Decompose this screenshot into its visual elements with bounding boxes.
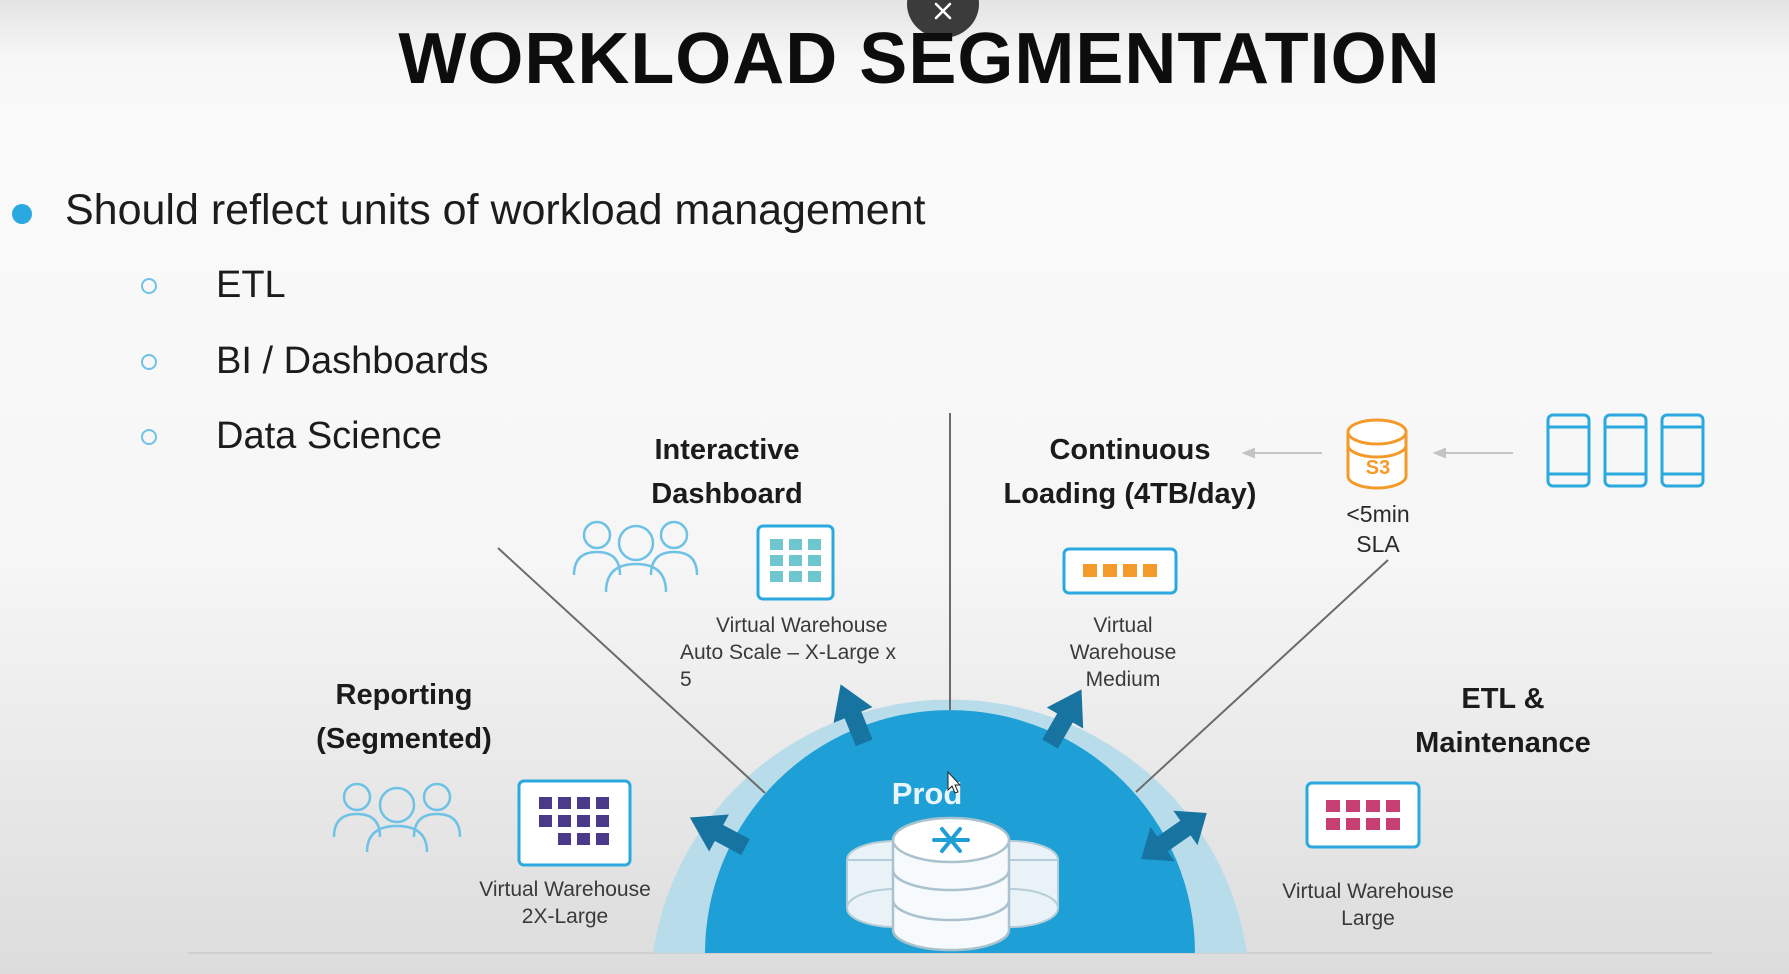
divider-right xyxy=(1135,559,1389,793)
warehouse-label-line: 2X-Large xyxy=(521,905,609,928)
arrow-continuous-icon xyxy=(1042,689,1084,749)
warehouse-label-line: Large xyxy=(1341,907,1395,930)
users-icon xyxy=(572,520,699,593)
warehouse-icon-continuous xyxy=(1062,547,1178,595)
sub-bullet-dot xyxy=(141,278,157,294)
s3-bucket-icon xyxy=(1346,418,1408,490)
segment-title-reporting: Reporting (Segmented) xyxy=(284,673,524,761)
users-icon xyxy=(332,782,462,853)
divider-left xyxy=(497,547,766,794)
bullet-dot xyxy=(12,204,32,224)
warehouse-label-line: 5 xyxy=(680,668,692,691)
mobile-devices-icon xyxy=(1546,413,1705,488)
sub-bullet-data-science: Data Science xyxy=(216,415,443,457)
segment-title-line: (Segmented) xyxy=(316,723,492,755)
arrow-left-thin-icon xyxy=(1241,447,1513,459)
warehouse-label-line: Virtual Warehouse xyxy=(479,878,651,901)
sub-bullet-dot xyxy=(141,354,157,370)
warehouse-label-line: Medium xyxy=(1085,668,1161,691)
warehouse-label-line: Virtual xyxy=(1093,614,1153,637)
warehouse-icon-reporting xyxy=(517,779,632,867)
s3-sla: <5min SLA xyxy=(1318,499,1438,559)
warehouse-icon-interactive xyxy=(756,524,835,601)
segment-title-line: Continuous xyxy=(1049,434,1211,466)
warehouse-icon-etl xyxy=(1305,781,1421,849)
warehouse-label-continuous: Virtual Warehouse Medium xyxy=(1043,612,1203,693)
segment-title-line: Interactive xyxy=(654,434,800,466)
segment-title-interactive: Interactive Dashboard xyxy=(607,428,847,516)
sub-bullet-dot xyxy=(141,429,157,445)
arrow-reporting-icon xyxy=(689,814,750,856)
warehouse-label-line: Virtual Warehouse xyxy=(1282,880,1454,903)
segment-title-line: Reporting xyxy=(335,679,473,711)
close-icon xyxy=(934,2,952,20)
bullet-main: Should reflect units of workload managem… xyxy=(65,186,926,234)
warehouse-label-line: Warehouse xyxy=(1069,641,1177,664)
segment-title-line: Maintenance xyxy=(1415,727,1591,759)
s3-label: S3 xyxy=(1366,457,1390,479)
segment-title-line: Dashboard xyxy=(651,478,803,510)
database-icon xyxy=(846,816,1059,952)
warehouse-label-interactive: Virtual Warehouse Auto Scale – X-Large x… xyxy=(680,612,920,693)
arrow-interactive-icon xyxy=(833,684,873,747)
sub-bullet-bi: BI / Dashboards xyxy=(216,340,489,382)
sub-bullet-etl: ETL xyxy=(216,264,286,306)
segment-title-line: ETL & xyxy=(1461,683,1545,715)
warehouse-label-line: Virtual Warehouse xyxy=(716,614,888,637)
segment-title-continuous: Continuous Loading (4TB/day) xyxy=(980,428,1280,516)
sla-line: SLA xyxy=(1356,531,1400,557)
slide-title: WORKLOAD SEGMENTATION xyxy=(398,19,1441,99)
arrow-etl-icon xyxy=(1141,810,1207,862)
segment-title-etl: ETL & Maintenance xyxy=(1383,677,1623,765)
segment-title-line: Loading (4TB/day) xyxy=(1003,478,1257,510)
warehouse-label-etl: Virtual Warehouse Large xyxy=(1263,878,1473,932)
warehouse-label-line: Auto Scale – X-Large x xyxy=(680,641,896,664)
warehouse-label-reporting: Virtual Warehouse 2X-Large xyxy=(460,876,670,930)
mouse-cursor-icon xyxy=(947,770,962,794)
sla-line: <5min xyxy=(1346,501,1410,527)
